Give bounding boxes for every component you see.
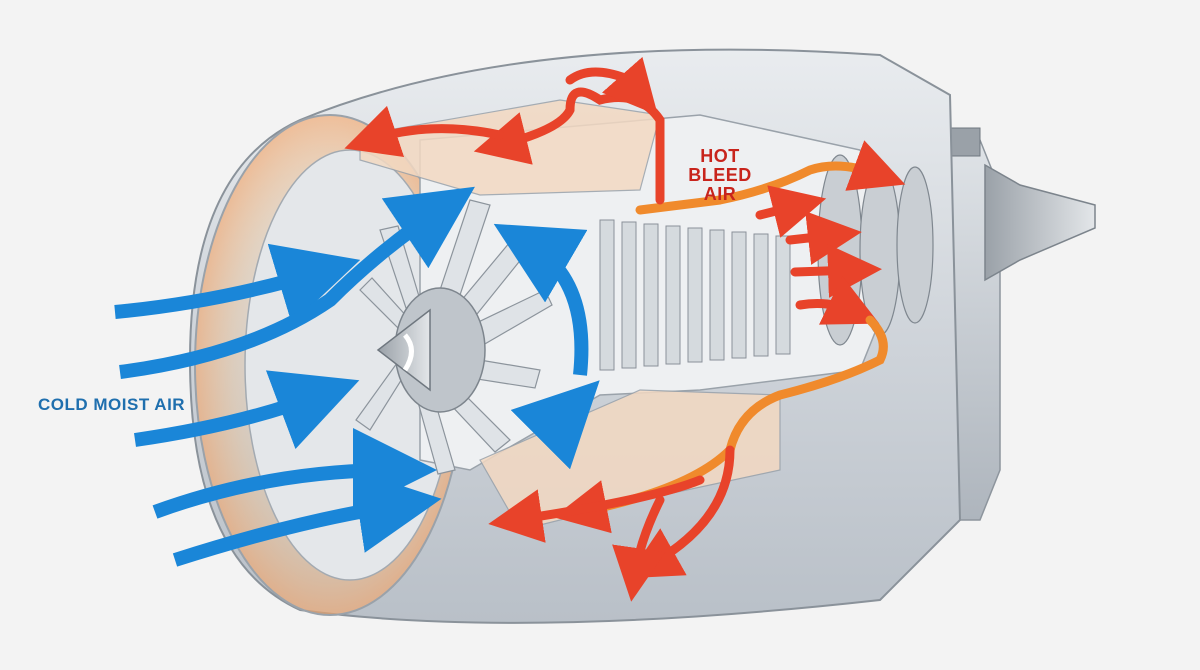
spinner-nose-cone <box>376 287 486 413</box>
hot-air-arrow <box>612 495 666 602</box>
hot-air-label-line2: AIR <box>703 183 737 204</box>
cold-air-arrow <box>134 370 360 450</box>
cold-air-arrow <box>172 469 442 567</box>
hot-air-arrow <box>790 243 882 298</box>
hot-air-label-line1: HOT BLEED <box>688 146 752 185</box>
hot-air-arrow <box>795 275 880 325</box>
hot-air-arrow <box>785 211 862 265</box>
cold-air-arrow <box>119 186 475 379</box>
hot-air-arrows <box>344 56 906 602</box>
cold-air-arrow <box>493 223 589 376</box>
compressor-stages <box>599 219 791 371</box>
cold-air-label: COLD MOIST AIR <box>38 395 186 414</box>
hot-air-arrow <box>755 185 827 238</box>
turbine-discs <box>817 154 934 346</box>
hot-air-arrow <box>344 105 505 158</box>
exhaust-cone <box>984 163 1096 282</box>
cold-air-arrows <box>114 186 600 567</box>
cold-air-arrow <box>114 243 361 325</box>
hot-air-arrow <box>626 445 735 579</box>
cold-air-arrow <box>510 380 600 470</box>
hot-air-arrow <box>565 56 658 116</box>
hot-air-arrow <box>488 475 705 543</box>
hot-air-arrow <box>553 315 888 534</box>
hot-air-label: HOT BLEED AIR <box>670 147 770 204</box>
